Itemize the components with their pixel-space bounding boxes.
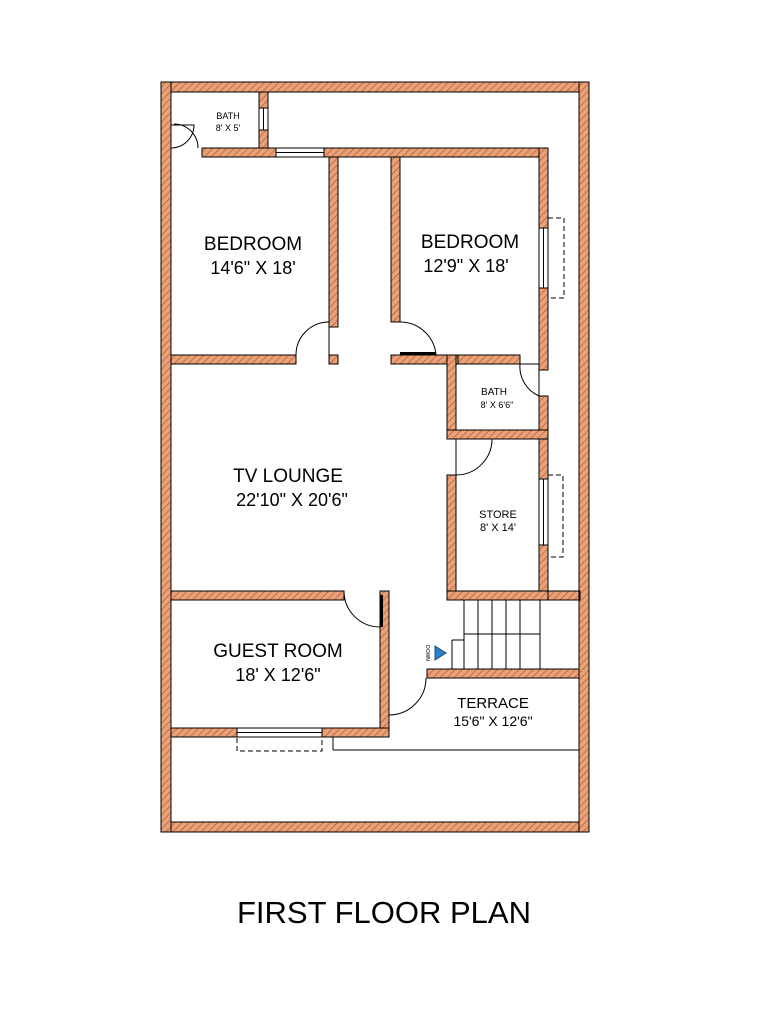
wall-bedroom-left-bottom — [170, 354, 297, 365]
windows — [236, 107, 565, 752]
wall-bedrooms-top — [323, 147, 549, 158]
door-bedroom-right-leaf — [400, 352, 436, 355]
door-bedroom-right — [399, 321, 437, 356]
wall-store-right-b — [538, 544, 549, 599]
wall-outer-left — [160, 81, 172, 833]
guest-room-size: 18' X 12'6" — [235, 665, 320, 685]
wall-outer-bottom — [160, 821, 590, 833]
wall-bath-mid-right — [538, 395, 549, 431]
wall-store-right-a — [538, 438, 549, 480]
store-size: 8' X 14' — [480, 522, 516, 534]
bath-mid-name: BATH — [481, 387, 507, 398]
bedroom-left-size: 14'6" X 18' — [210, 258, 295, 278]
wall-store-left — [446, 474, 457, 599]
wall-passage-bottom — [547, 590, 580, 601]
window-store-projection — [547, 474, 564, 558]
window-bedroom-right-projection — [547, 217, 565, 299]
bedroom-left-name: BEDROOM — [204, 234, 302, 255]
stair-label: DOWN — [424, 645, 430, 661]
wall-terrace-top — [426, 668, 580, 679]
guest-room-name: GUEST ROOM — [213, 641, 343, 662]
thin-lines — [332, 737, 579, 751]
wall-door-jamb-left — [328, 354, 339, 365]
tv-lounge-name: TV LOUNGE — [233, 466, 343, 487]
wall-outer-right — [578, 81, 590, 833]
wall-outer-top — [160, 81, 590, 93]
terrace-name: TERRACE — [457, 695, 529, 712]
room-labels: BATH 8' X 5' BEDROOM 14'6" X 18' BEDROOM… — [204, 111, 533, 729]
wall-guest-bottom-b — [321, 727, 390, 738]
bedroom-right-name: BEDROOM — [421, 232, 519, 253]
store-name: STORE — [479, 509, 517, 521]
bath-top-size: 8' X 5' — [216, 123, 241, 133]
wall-bedroom-right-east-a — [538, 147, 549, 229]
wall-corridor-right — [390, 156, 401, 323]
door-bath-top — [170, 124, 195, 149]
door-bath-mid — [519, 363, 540, 397]
wall-bath-mid-left — [446, 354, 457, 439]
wall-guest-top — [170, 590, 345, 601]
wall-guest-bottom-a — [170, 727, 238, 738]
tv-lounge-size: 22'10" X 20'6" — [236, 490, 348, 510]
door-bath-top-swing — [173, 123, 199, 149]
door-guest-leaf — [380, 595, 383, 627]
terrace-size: 15'6" X 12'6" — [453, 713, 532, 729]
door-guest — [343, 590, 381, 628]
door-terrace — [388, 677, 427, 716]
bath-top-name: BATH — [216, 111, 239, 121]
wall-bath-top-bottom — [201, 147, 277, 158]
staircase: DOWN — [424, 600, 541, 669]
bedroom-right-size: 12'9" X 18' — [423, 256, 508, 276]
wall-bedroom-right-east-b — [538, 287, 549, 371]
window-guest-projection — [236, 736, 323, 752]
wall-bath-mid-bottom — [446, 429, 549, 440]
doors — [170, 123, 540, 716]
door-bedroom-left — [295, 321, 330, 356]
door-store — [455, 438, 493, 476]
plan-title: FIRST FLOOR PLAN — [237, 895, 531, 930]
wall-bath-mid-top — [457, 354, 521, 365]
wall-corridor-left — [328, 156, 339, 328]
stair-direction-arrow-icon — [434, 645, 447, 661]
outer-walls — [160, 81, 590, 833]
wall-store-bottom — [446, 590, 581, 601]
bath-mid-size: 8' X 6'6" — [481, 400, 514, 410]
